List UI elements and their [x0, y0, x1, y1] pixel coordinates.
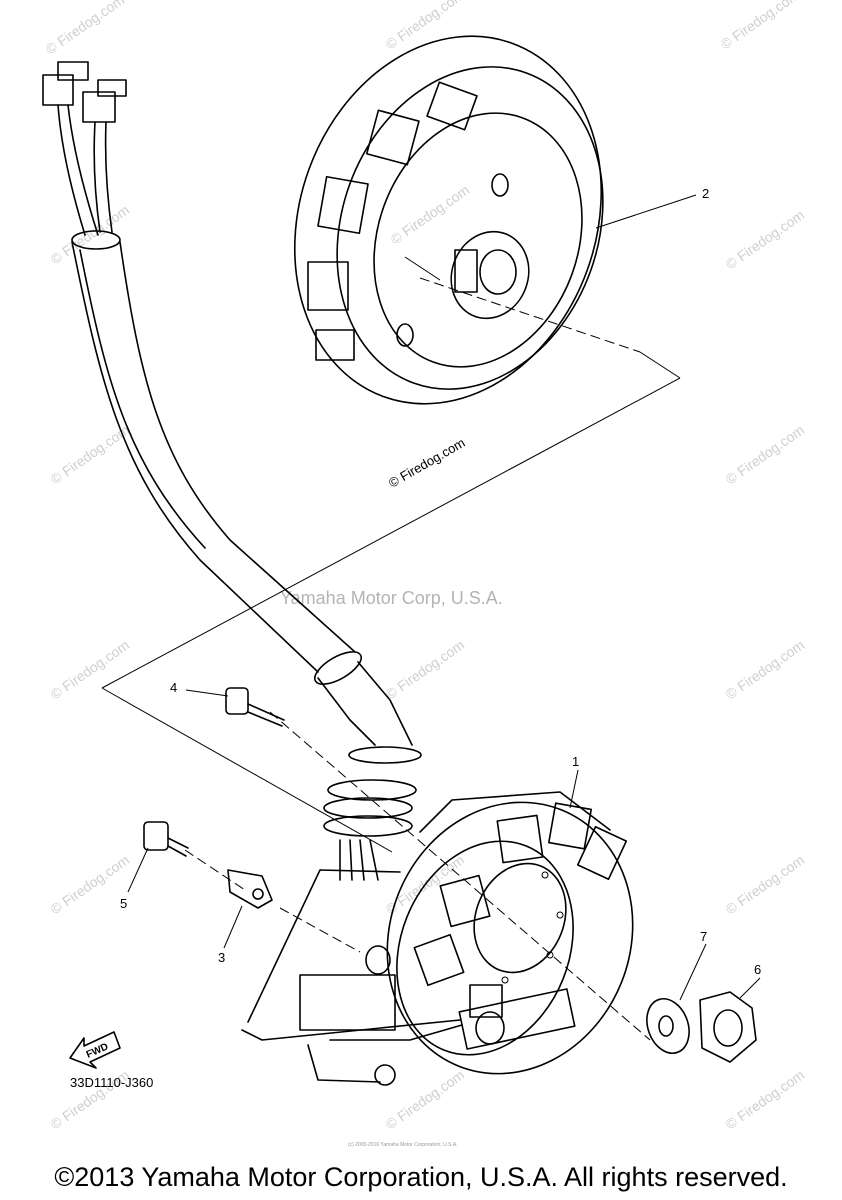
watermark: © Firedog.com — [48, 202, 133, 268]
leader-lines — [127, 194, 761, 1001]
fwd-arrow-icon: FWD — [69, 1031, 121, 1069]
callout-3: 3 — [218, 950, 225, 965]
connector-right — [82, 91, 116, 123]
watermark: © Firedog.com — [723, 852, 808, 918]
watermark: © Firedog.com — [718, 0, 803, 52]
watermark: © Firedog.com — [723, 207, 808, 273]
center-watermark: © Firedog.com — [386, 435, 468, 491]
watermark-layer: © Firedog.com © Firedog.com © Firedog.co… — [43, 0, 808, 1132]
watermark: © Firedog.com — [43, 0, 128, 57]
watermark: © Firedog.com — [723, 637, 808, 703]
watermark: © Firedog.com — [723, 1067, 808, 1133]
lock-washer-3 — [227, 869, 273, 909]
callout-4: 4 — [170, 680, 177, 695]
corp-watermark: Yamaha Motor Corp, U.S.A. — [280, 588, 503, 608]
callout-labels: 2 1 4 5 3 7 6 — [120, 186, 761, 977]
fine-print: (c) 2005-2016 Yamaha Motor Corporation, … — [348, 1142, 458, 1148]
wire-harness — [42, 61, 422, 881]
copyright-footer: ©2013 Yamaha Motor Corporation, U.S.A. A… — [54, 1162, 788, 1192]
callout-2: 2 — [702, 186, 709, 201]
callout-1: 1 — [572, 754, 579, 769]
nut-6 — [699, 991, 757, 1063]
watermark: © Firedog.com — [48, 422, 133, 488]
watermark: © Firedog.com — [383, 637, 468, 703]
washer-7 — [646, 998, 690, 1054]
watermark: © Firedog.com — [388, 182, 473, 248]
callout-7: 7 — [700, 929, 707, 944]
callout-5: 5 — [120, 896, 127, 911]
bolt-5 — [143, 821, 189, 857]
watermark: © Firedog.com — [723, 422, 808, 488]
watermark: © Firedog.com — [48, 637, 133, 703]
flywheel-rotor — [293, 35, 604, 405]
assembly-plane-lines — [101, 256, 681, 1041]
part-code: 33D1110-J360 — [70, 1075, 153, 1090]
stator-assembly — [241, 791, 634, 1086]
callout-6: 6 — [754, 962, 761, 977]
bolt-4 — [225, 687, 285, 727]
